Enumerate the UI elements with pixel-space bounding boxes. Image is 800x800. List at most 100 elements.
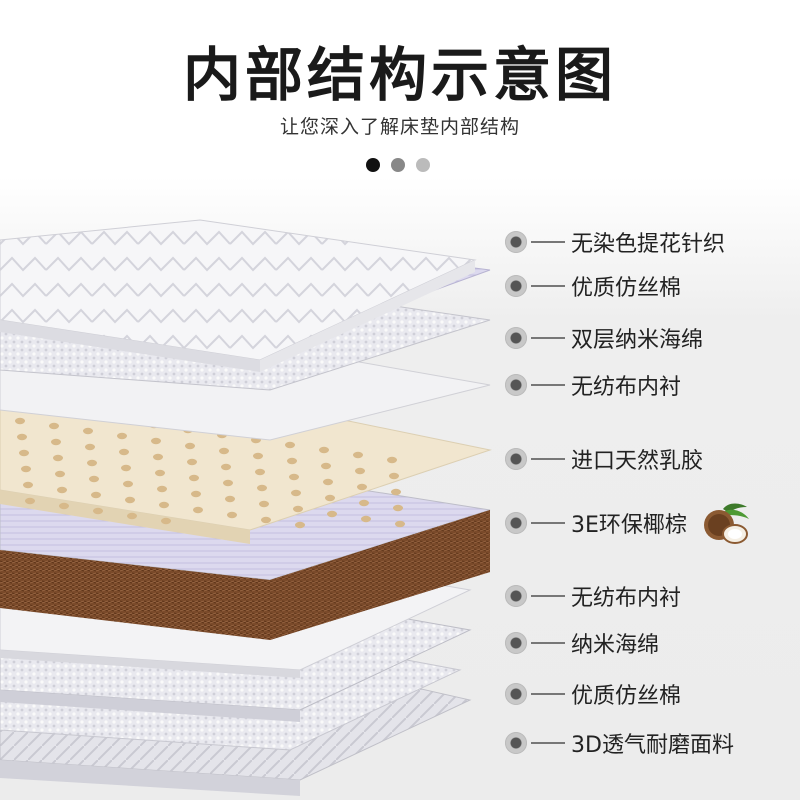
carousel-dot-3[interactable]: [416, 158, 430, 172]
latex-hole: [389, 472, 399, 480]
bullet-icon: [505, 231, 527, 253]
latex-hole: [293, 505, 303, 513]
latex-hole: [257, 484, 267, 492]
latex-hole: [359, 499, 369, 507]
latex-hole: [53, 454, 63, 462]
latex-hole: [19, 449, 29, 457]
label-row-3: 双层纳米海绵: [505, 320, 703, 356]
connector-line: [531, 595, 565, 597]
latex-hole: [253, 452, 263, 460]
connector-line: [531, 241, 565, 243]
page-title: 内部结构示意图: [182, 41, 617, 109]
latex-hole: [153, 453, 163, 461]
latex-hole: [393, 504, 403, 512]
latex-hole: [319, 446, 329, 454]
label-row-10: 3D透气耐磨面料: [505, 725, 734, 761]
carousel-dot-1[interactable]: [366, 158, 380, 172]
label-row-5: 进口天然乳胶: [505, 441, 703, 477]
latex-hole: [327, 510, 337, 518]
latex-hole: [119, 448, 129, 456]
latex-hole: [91, 491, 101, 499]
bullet-icon: [505, 732, 527, 754]
latex-hole: [361, 515, 371, 523]
layer-label-silk-cotton: 优质仿丝棉: [571, 276, 682, 301]
layer-label-double-nano-sponge: 双层纳米海绵: [571, 328, 704, 353]
latex-hole: [127, 512, 137, 520]
bullet-icon: [505, 327, 527, 349]
latex-hole: [151, 437, 161, 445]
bullet-icon: [505, 512, 527, 534]
connector-line: [531, 285, 565, 287]
carousel-dot-2[interactable]: [391, 158, 405, 172]
latex-hole: [51, 438, 61, 446]
latex-hole: [325, 494, 335, 502]
layer-label-nonwoven-2: 无纺布内衬: [571, 586, 682, 611]
connector-line: [531, 337, 565, 339]
layer-label-nonwoven: 无纺布内衬: [571, 375, 682, 400]
latex-hole: [23, 481, 33, 489]
label-row-1: 无染色提花针织: [505, 224, 725, 260]
latex-hole: [121, 464, 131, 472]
latex-hole: [157, 485, 167, 493]
label-row-2: 优质仿丝棉: [505, 268, 681, 304]
latex-hole: [93, 507, 103, 515]
connector-line: [531, 742, 565, 744]
connector-line: [531, 693, 565, 695]
latex-hole: [49, 422, 59, 430]
latex-hole: [193, 506, 203, 514]
latex-hole: [391, 488, 401, 496]
latex-hole: [21, 465, 31, 473]
latex-hole: [189, 474, 199, 482]
layer-label-jacquard-knit: 无染色提花针织: [571, 232, 726, 257]
bullet-icon: [505, 448, 527, 470]
latex-hole: [285, 441, 295, 449]
header: 内部结构示意图 让您深入了解床垫内部结构: [0, 0, 800, 200]
latex-hole: [155, 469, 165, 477]
latex-hole: [219, 447, 229, 455]
label-row-4: 无纺布内衬: [505, 367, 681, 403]
latex-hole: [159, 501, 169, 509]
latex-hole: [57, 486, 67, 494]
latex-hole: [17, 433, 27, 441]
latex-hole: [353, 451, 363, 459]
latex-hole: [355, 467, 365, 475]
latex-hole: [295, 521, 305, 529]
page-subtitle: 让您深入了解床垫内部结构: [279, 116, 520, 138]
latex-hole: [387, 456, 397, 464]
latex-hole: [261, 516, 271, 524]
carousel-dots: [366, 158, 430, 172]
latex-hole: [25, 497, 35, 505]
latex-hole: [85, 443, 95, 451]
latex-hole: [321, 462, 331, 470]
latex-hole: [291, 489, 301, 497]
layer-label-silk-cotton-2: 优质仿丝棉: [571, 684, 682, 709]
latex-hole: [161, 517, 171, 525]
layer-label-coconut-coir: 3E环保椰棕: [571, 513, 687, 538]
latex-hole: [187, 458, 197, 466]
mattress-layers-illustration: [0, 219, 492, 796]
bullet-icon: [505, 632, 527, 654]
latex-hole: [117, 432, 127, 440]
latex-hole: [123, 480, 133, 488]
latex-hole: [357, 483, 367, 491]
bullet-icon: [505, 683, 527, 705]
connector-line: [531, 458, 565, 460]
latex-hole: [87, 459, 97, 467]
latex-hole: [289, 473, 299, 481]
latex-hole: [227, 511, 237, 519]
latex-hole: [221, 463, 231, 471]
label-row-7: 无纺布内衬: [505, 578, 681, 614]
latex-hole: [259, 500, 269, 508]
latex-hole: [287, 457, 297, 465]
coconut-icon: [703, 503, 749, 544]
latex-hole: [191, 490, 201, 498]
layer-label-3d-fabric: 3D透气耐磨面料: [571, 733, 734, 758]
latex-hole: [15, 417, 25, 425]
label-row-6: 3E环保椰棕: [505, 503, 751, 544]
bullet-icon: [505, 374, 527, 396]
layer-label-latex: 进口天然乳胶: [571, 449, 704, 474]
latex-hole: [185, 442, 195, 450]
latex-hole: [55, 470, 65, 478]
latex-hole: [255, 468, 265, 476]
connector-line: [531, 384, 565, 386]
